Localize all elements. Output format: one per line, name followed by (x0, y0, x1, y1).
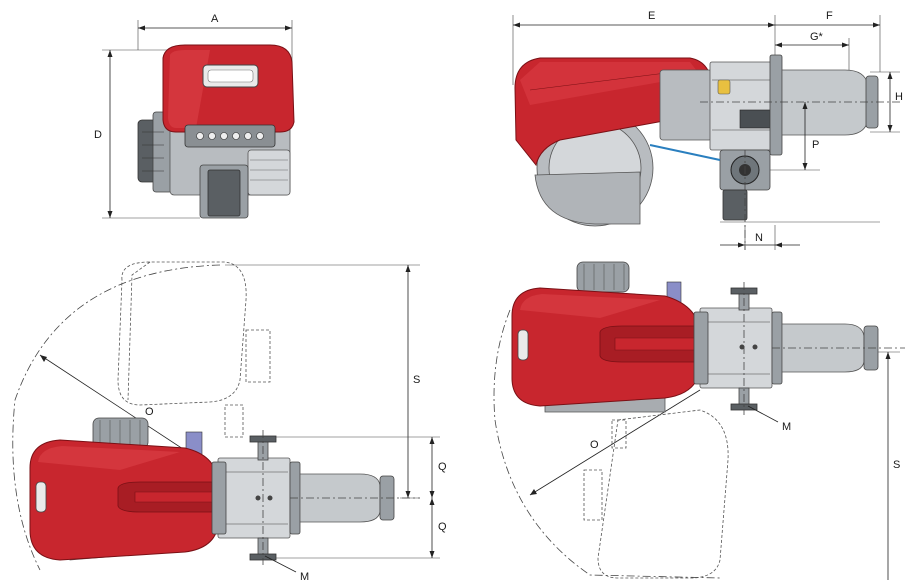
dim-label-q-top-left: Q (438, 461, 447, 473)
dim-label-a: A (211, 13, 219, 25)
dim-label-o-right: O (590, 439, 599, 451)
dim-label-m-right: M (782, 421, 791, 433)
dim-label-o-left: O (145, 406, 154, 418)
dim-label-n: N (755, 232, 763, 244)
side-view: E F G* H (512, 10, 903, 250)
dim-label-p: P (812, 139, 819, 151)
dim-label-q-bottom-left: Q (438, 521, 447, 533)
dim-label-s-left: S (413, 374, 420, 386)
dim-label-f: F (826, 10, 833, 22)
dim-label-s-right: S (893, 459, 900, 471)
front-view: A D (94, 13, 295, 219)
top-view-left: O S Q Q (12, 261, 447, 583)
top-view-right: O S (493, 261, 905, 580)
dim-label-h: H (895, 91, 903, 103)
dim-label-e: E (648, 10, 655, 22)
dim-label-d: D (94, 129, 102, 141)
dim-label-g: G* (810, 31, 824, 43)
dim-label-m-left: M (300, 571, 309, 582)
